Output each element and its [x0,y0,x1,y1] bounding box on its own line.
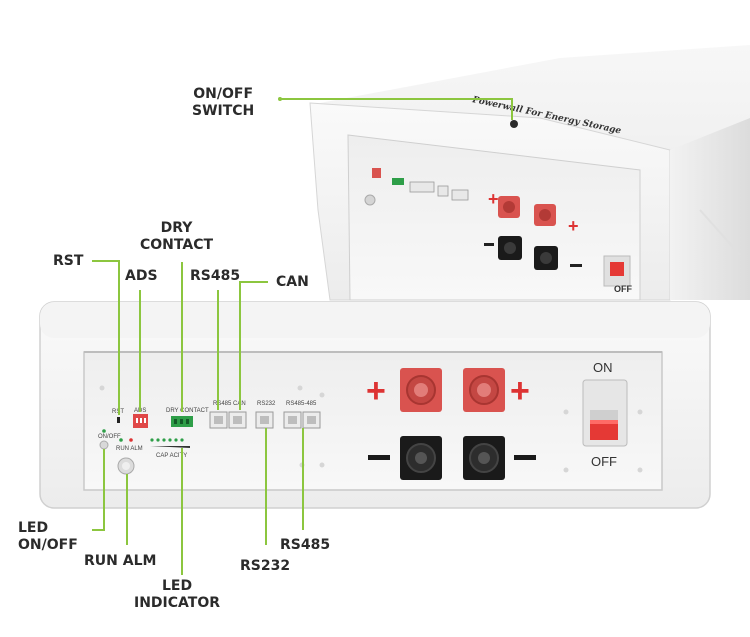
plus-sign-left: + [366,372,386,410]
panel-capacity-label: CAP ACITY [156,453,187,459]
device-top-view: Powerwall For Energy Storage + + OFF [309,45,750,301]
minus-sign-right [514,455,536,460]
callout-rs485-bottom: RS485 [280,537,331,553]
device-front-view: RST ADS DRY CONTACT RS485 CAN RS232 RS48… [39,301,711,509]
positive-terminal-2[interactable] [463,368,505,412]
led-capacity-indicator [150,438,190,448]
power-button[interactable] [99,440,109,450]
callout-rst: RST [53,253,84,269]
negative-terminal-2[interactable] [463,436,505,480]
svg-text:+: + [568,216,579,236]
callout-rs485-top: RS485 [190,268,241,284]
svg-text:+: + [488,189,499,209]
panel-dry-contact-label: DRY CONTACT [166,408,209,414]
plus-sign-right: + [510,372,530,410]
on-off-switch-hole [510,120,518,128]
panel-on-off-label: ON/OFF [98,434,121,440]
minus-sign-left [368,455,390,460]
top-breaker-off-label: OFF [614,284,632,294]
positive-terminal-1[interactable] [400,368,442,412]
callout-dry-contact-line2: CONTACT [140,237,214,253]
callout-on-off-switch-line2: SWITCH [192,103,255,119]
callout-dots [278,97,282,101]
callout-on-off-switch: ON/OFF SWITCH [192,86,254,120]
panel-rs232-label: RS232 [257,401,276,407]
callout-led-on-off-line2: ON/OFF [18,537,78,553]
callout-run-alm: RUN ALM [84,553,157,569]
callout-can: CAN [276,274,309,290]
breaker-on-label: ON [593,360,613,375]
breaker-switch[interactable] [582,379,628,447]
callout-led-indicator-line1: LED [161,578,193,594]
led-on-off [102,429,106,433]
callout-rs232: RS232 [240,558,291,574]
callout-on-off-switch-line1: ON/OFF [193,86,254,102]
led-alm [129,438,133,442]
callout-led-indicator-line2: INDICATOR [134,595,221,611]
callout-ads: ADS [125,268,158,284]
panel-rs485-485-label: RS485-485 [286,401,317,407]
breaker-off-label: OFF [591,454,617,469]
callout-led-indicator: LED INDICATOR [134,578,220,612]
callout-lines [92,98,513,575]
led-run [119,438,123,442]
callout-dry-contact: DRY CONTACT [140,220,213,254]
rst-button[interactable] [117,417,120,423]
callout-led-on-off: LED ON/OFF [18,520,78,554]
negative-terminal-1[interactable] [400,436,442,480]
callout-dry-contact-line1: DRY [160,220,193,236]
callout-led-on-off-line1: LED [18,520,49,536]
panel-run-alm-label: RUN ALM [116,446,143,452]
panel-rs485-can-label: RS485 CAN [213,401,246,407]
